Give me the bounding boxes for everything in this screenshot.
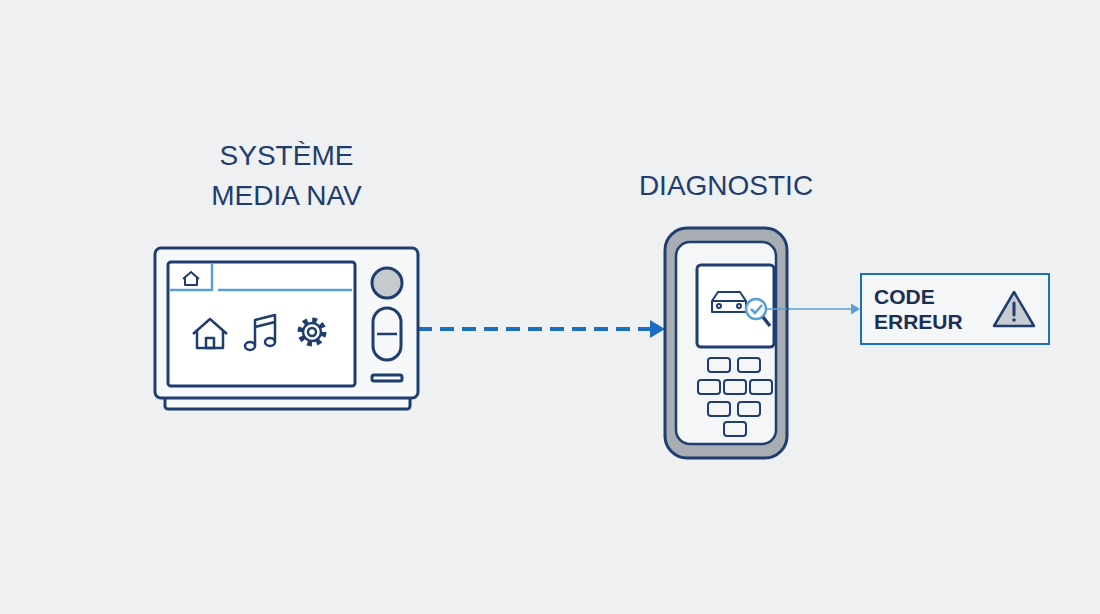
magnifier-icon-part bbox=[746, 299, 766, 319]
warning-icon-part bbox=[994, 292, 1034, 326]
keypad-part bbox=[708, 402, 730, 416]
warning-icon-part bbox=[1012, 318, 1016, 322]
magnifier-icon-part bbox=[751, 305, 762, 313]
settings-icon bbox=[300, 320, 324, 344]
settings-icon-part bbox=[300, 320, 324, 344]
settings-icon-part bbox=[308, 328, 316, 336]
device-heading: DIAGNOSTIC bbox=[596, 166, 856, 206]
arrow-head bbox=[851, 304, 860, 315]
media-nav-unit-part bbox=[168, 262, 355, 386]
home-icon-part bbox=[206, 338, 214, 348]
keypad-part bbox=[724, 422, 746, 436]
media-nav-unit-part bbox=[218, 289, 352, 292]
diagnostic-node: DIAGNOSTIC bbox=[665, 228, 787, 458]
diagnostic-scanner bbox=[665, 228, 787, 458]
media-nav-unit-part bbox=[372, 268, 402, 298]
car-icon-part bbox=[737, 304, 741, 308]
car-icon-part bbox=[712, 292, 746, 312]
music-icon-part bbox=[255, 315, 275, 346]
device-heading: SYSTÈME MEDIA NAV bbox=[187, 136, 387, 216]
media-nav-unit bbox=[155, 248, 418, 409]
keypad bbox=[698, 358, 772, 436]
music-icon bbox=[245, 315, 275, 350]
media-nav-unit-part bbox=[372, 375, 402, 381]
home-icon-part bbox=[197, 331, 223, 348]
warning-icon-part bbox=[1013, 303, 1016, 315]
warning-icon bbox=[992, 289, 1036, 329]
keypad-part bbox=[738, 358, 760, 372]
music-icon-part bbox=[245, 342, 255, 350]
diagnostic-scanner-part bbox=[665, 228, 787, 458]
car-icon-part bbox=[712, 300, 746, 302]
media-nav-node: SYSTÈME MEDIA NAV bbox=[155, 248, 418, 410]
media-nav-unit-part bbox=[377, 333, 397, 336]
car-icon-part bbox=[717, 304, 721, 308]
keypad-part bbox=[724, 380, 746, 394]
keypad-part bbox=[698, 380, 720, 394]
music-icon-part bbox=[265, 338, 275, 346]
magnifier-icon-part bbox=[763, 317, 770, 326]
keypad-part bbox=[738, 402, 760, 416]
connector-line bbox=[418, 327, 652, 331]
arrow-head bbox=[650, 320, 665, 338]
settings-icon-part bbox=[303, 323, 321, 341]
car-icon bbox=[712, 292, 746, 312]
home-icon bbox=[193, 319, 227, 348]
magnifier-icon bbox=[746, 299, 787, 326]
magnifier-icon-part bbox=[766, 308, 787, 310]
media-nav-unit-part bbox=[373, 308, 401, 360]
diagnostic-scanner-part bbox=[697, 265, 774, 347]
connector-line bbox=[787, 308, 852, 310]
media-nav-unit-part bbox=[155, 248, 418, 398]
error-code-box: CODE ERREUR bbox=[860, 273, 1050, 345]
media-nav-unit-part bbox=[170, 264, 212, 290]
error-label: CODE ERREUR bbox=[874, 284, 984, 334]
diagnostic-scanner-part bbox=[676, 242, 776, 444]
keypad-part bbox=[708, 358, 730, 372]
keypad-part bbox=[750, 380, 772, 394]
media-nav-unit-part bbox=[183, 272, 199, 285]
